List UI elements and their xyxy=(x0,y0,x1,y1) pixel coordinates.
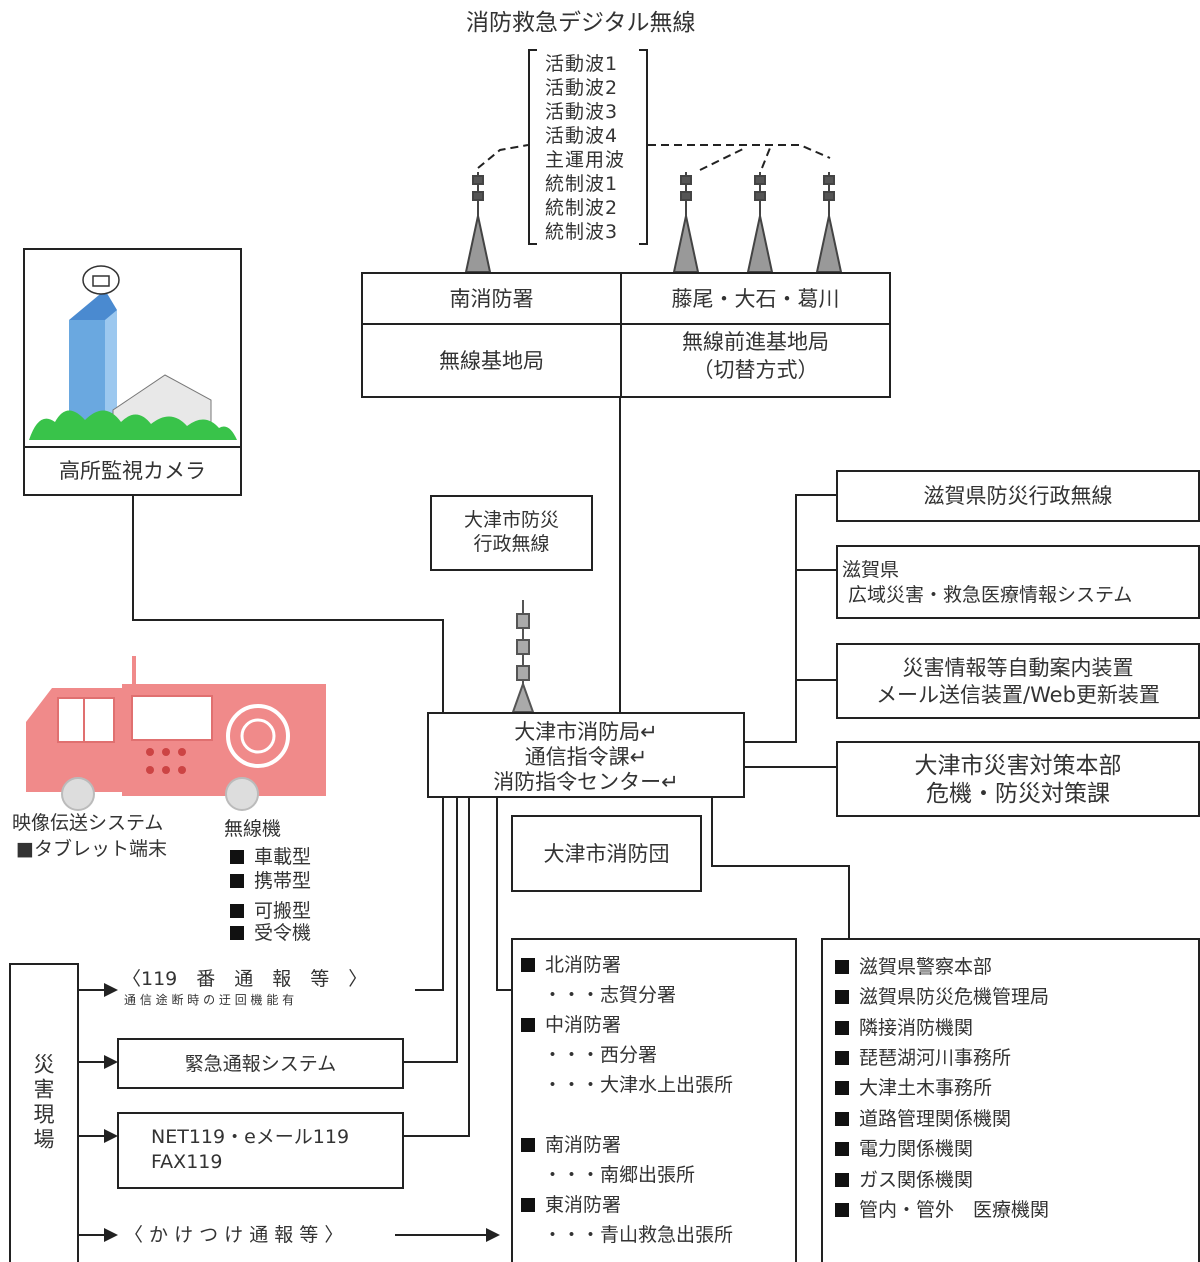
fire-truck-icon xyxy=(26,656,326,811)
disaster-scene-box: 災害現場 xyxy=(9,963,79,1262)
fire-corps-box: 大津市消防団 xyxy=(511,815,702,892)
shiga-medical-line1: 滋賀県 xyxy=(842,559,900,581)
center-line1: 大津市消防局↵ xyxy=(514,720,658,744)
branch-item: ・・・青山救急出張所 xyxy=(543,1224,734,1246)
shiga-admin-radio-box: 滋賀県防災行政無線 xyxy=(836,470,1200,522)
radio-unit-item: 可搬型 xyxy=(230,900,311,922)
radio-title: 消防救急デジタル無線 xyxy=(466,10,696,36)
wave-label: 活動波3 xyxy=(545,101,619,123)
wave-label: 統制波2 xyxy=(545,197,619,219)
net119-box: NET119・eメール119 FAX119 xyxy=(117,1112,404,1189)
net119-line2: FAX119 xyxy=(151,1151,223,1173)
minami-station-cell: 南消防署 xyxy=(449,286,534,311)
base-station-table: 南消防署 藤尾・大石・葛川 無線基地局 無線前進基地局 （切替方式） xyxy=(361,272,891,398)
shiga-medical-system-box: 滋賀県 広域災害・救急医療情報システム xyxy=(836,545,1200,619)
branch-item: ・・・南郷出張所 xyxy=(543,1164,696,1186)
wave-label: 活動波2 xyxy=(545,77,619,99)
wave-label: 活動波4 xyxy=(545,125,619,147)
branch-item: ・・・大津水上出張所 xyxy=(543,1074,734,1096)
agency-item: 琵琶湖河川事務所 xyxy=(835,1047,1011,1069)
antenna-tower-icon xyxy=(464,172,492,273)
agency-item: 滋賀県防災危機管理局 xyxy=(835,986,1049,1008)
agency-item: 滋賀県警察本部 xyxy=(835,956,992,978)
branch-item: ・・・志賀分署 xyxy=(543,984,677,1006)
camera-label: 高所監視カメラ xyxy=(59,459,206,483)
admin-radio-tower-icon xyxy=(511,600,535,712)
station-item: 北消防署 xyxy=(521,954,621,976)
video-system-label: 映像伝送システム xyxy=(12,812,164,834)
camera-box: 高所監視カメラ xyxy=(23,248,242,496)
fire-stations-box: 北消防署 ・・・志賀分署 中消防署 ・・・西分署 ・・・大津水上出張所 南消防署… xyxy=(511,938,797,1262)
radio-units-title: 無線機 xyxy=(224,818,282,840)
forward-sites-cell: 藤尾・大石・葛川 xyxy=(671,286,840,311)
disaster-scene-label: 災害現場 xyxy=(31,1053,55,1153)
rush-report-label: 〈 か け つ け 通 報 等 〉 xyxy=(124,1224,344,1246)
disaster-hq-line1: 大津市災害対策本部 xyxy=(914,753,1122,779)
auto-info-line2: メール送信装置/Web更新装置 xyxy=(876,683,1160,707)
agency-item: ガス関係機関 xyxy=(835,1169,973,1191)
wave-label: 統制波3 xyxy=(545,221,619,243)
agency-item: 電力関係機関 xyxy=(835,1138,973,1160)
agency-item: 大津土木事務所 xyxy=(835,1077,992,1099)
radio-unit-item: 携帯型 xyxy=(230,870,311,892)
otsu-admin-radio-line2: 行政無線 xyxy=(473,533,550,555)
auto-info-line1: 災害情報等自動案内装置 xyxy=(902,656,1134,680)
auto-info-device-box: 災害情報等自動案内装置 メール送信装置/Web更新装置 xyxy=(836,643,1200,719)
wave-label: 主運用波 xyxy=(545,149,626,171)
station-item: 南消防署 xyxy=(521,1134,621,1156)
otsu-admin-radio-line1: 大津市防災 xyxy=(463,509,559,531)
antenna-tower-icon xyxy=(746,172,774,273)
otsu-admin-radio-box: 大津市防災 行政無線 xyxy=(430,495,593,571)
switch-method-label: （切替方式） xyxy=(692,358,819,382)
station-item: 東消防署 xyxy=(521,1194,621,1216)
station-item: 中消防署 xyxy=(521,1014,621,1036)
command-center-box: 大津市消防局↵ 通信指令課↵ 消防指令センター↵ xyxy=(427,712,745,798)
branch-item: ・・・西分署 xyxy=(543,1044,658,1066)
radio-unit-item: 車載型 xyxy=(230,846,311,868)
report-119-sublabel: 通 信 途 断 時 の 迂 回 機 能 有 xyxy=(124,993,295,1007)
center-line2: 通信指令課↵ xyxy=(524,745,648,769)
disaster-hq-line2: 危機・防災対策課 xyxy=(926,781,1110,807)
antenna-tower-icon xyxy=(672,172,700,273)
radio-unit-item: 受令機 xyxy=(230,922,311,944)
dash-link-minami xyxy=(477,144,529,169)
agency-item: 隣接消防機関 xyxy=(835,1017,973,1039)
antenna-tower-icon xyxy=(815,172,843,273)
disaster-hq-box: 大津市災害対策本部 危機・防災対策課 xyxy=(836,741,1200,817)
center-line3: 消防指令センター↵ xyxy=(493,770,679,794)
wave-label: 活動波1 xyxy=(545,53,619,75)
shiga-medical-line2: 広域災害・救急医療情報システム xyxy=(848,584,1133,606)
wave-bracket xyxy=(528,49,648,245)
base-station-cell: 無線基地局 xyxy=(439,348,544,373)
building-camera-icon xyxy=(29,265,237,440)
dash-link-top xyxy=(648,144,831,159)
agency-item: 道路管理関係機関 xyxy=(835,1108,1011,1130)
agency-item: 管内・管外 医療機関 xyxy=(835,1199,1049,1221)
agencies-box: 滋賀県警察本部 滋賀県防災危機管理局 隣接消防機関 琵琶湖河川事務所 大津土木事… xyxy=(821,938,1200,1262)
wave-label: 統制波1 xyxy=(545,173,619,195)
forward-station-label: 無線前進基地局 xyxy=(682,330,829,354)
report-119-label: 〈119 番 通 報 等 〉 xyxy=(122,968,368,990)
net119-line1: NET119・eメール119 xyxy=(151,1126,350,1148)
tablet-label: ■タブレット端末 xyxy=(16,838,167,860)
emergency-system-box: 緊急通報システム xyxy=(117,1038,404,1089)
